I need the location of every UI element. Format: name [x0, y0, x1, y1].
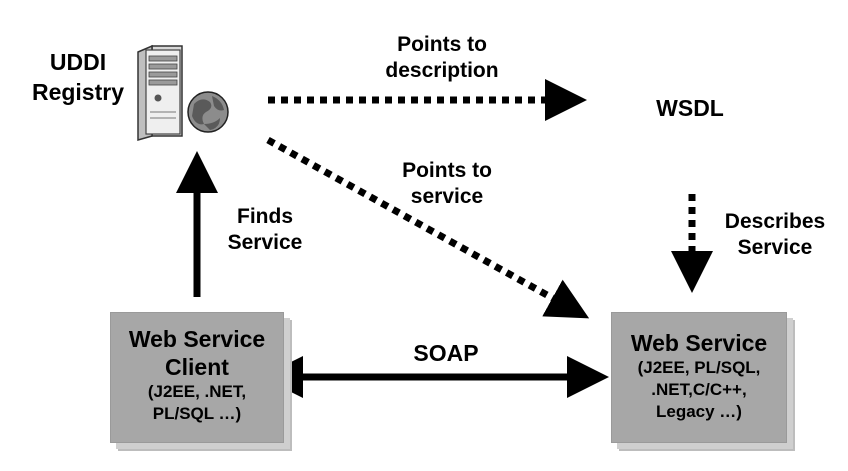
points-to-service-arrow — [266, 136, 590, 319]
uddi-registry-label-line2: Registry — [31, 79, 125, 105]
web-service-client-box: Web Service Client (J2EE, .NET, PL/SQL …… — [110, 312, 284, 443]
describes-service-label: Describes Service — [712, 209, 838, 261]
client-sub-line2: PL/SQL …) — [152, 404, 242, 423]
wsdl-label-text: WSDL — [656, 95, 724, 121]
wsdl-label: WSDL — [640, 95, 740, 121]
uddi-registry-label: UDDI Registry — [20, 47, 136, 107]
points-to-service-label: Points to service — [384, 158, 510, 210]
points-to-description-line2: description — [385, 59, 499, 82]
server-globe-icon — [137, 44, 229, 141]
client-sub-line1: (J2EE, .NET, — [147, 382, 247, 401]
describes-service-line1: Describes — [724, 210, 826, 233]
finds-service-line1: Finds — [237, 205, 293, 228]
finds-service-line2: Service — [227, 231, 303, 254]
client-title-line1: Web Service — [128, 326, 266, 352]
web-service-box: Web Service (J2EE, PL/SQL, .NET,C/C++, L… — [611, 312, 787, 443]
points-to-service-line1: Points to — [402, 159, 492, 182]
service-sub-line1: (J2EE, PL/SQL, — [637, 358, 761, 377]
service-sub-line3: Legacy …) — [656, 402, 742, 421]
points-to-service-line2: service — [410, 185, 484, 208]
client-title-line2: Client — [165, 354, 229, 380]
soap-label: SOAP — [396, 340, 496, 366]
service-sub-line2: .NET,C/C++, — [651, 380, 747, 399]
uddi-registry-label-line1: UDDI — [49, 49, 107, 75]
finds-service-label: Finds Service — [210, 204, 320, 256]
soap-label-text: SOAP — [413, 340, 479, 366]
service-title: Web Service — [630, 330, 768, 356]
points-to-description-line1: Points to — [397, 33, 487, 56]
points-to-description-label: Points to description — [372, 32, 512, 84]
describes-service-line2: Service — [737, 236, 813, 259]
